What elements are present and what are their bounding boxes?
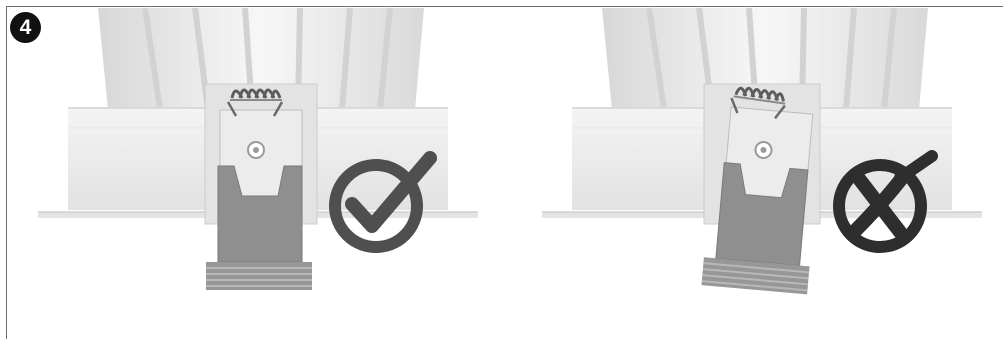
mounting-clip [206,110,312,290]
incorrect-installation-panel [534,0,996,340]
downlight-illustration-incorrect [534,0,996,340]
correct-installation-panel [30,0,490,340]
downlight-illustration-correct [30,0,490,340]
